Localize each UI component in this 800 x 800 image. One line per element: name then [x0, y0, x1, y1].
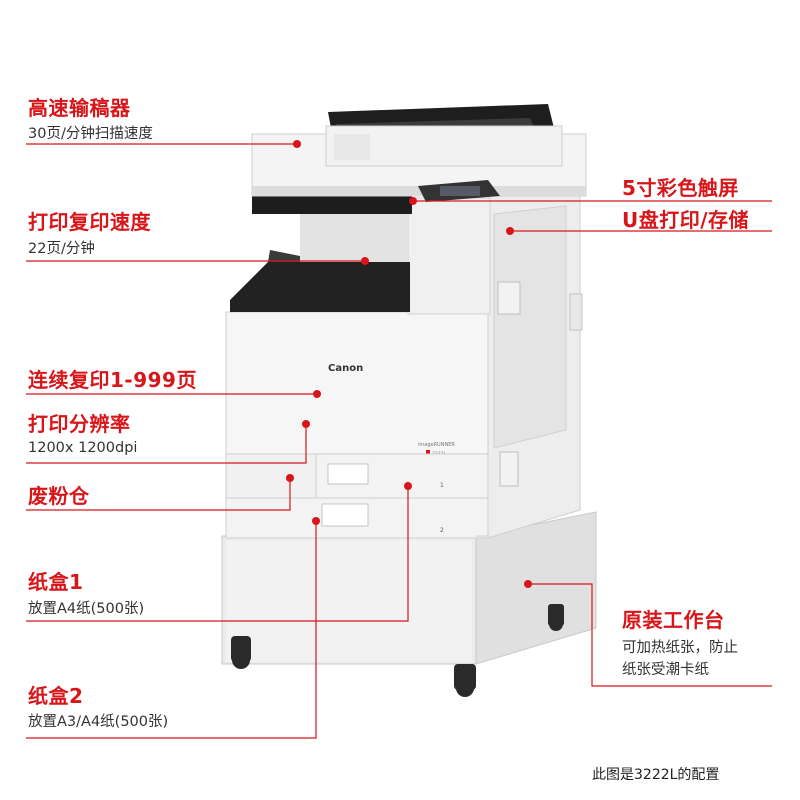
continuous-copy-title: 连续复印1-999页	[28, 368, 197, 392]
dot-usb	[506, 227, 514, 235]
brand-logo: Canon	[328, 363, 363, 374]
print-speed-title: 打印复印速度	[28, 210, 151, 234]
wheels	[231, 604, 564, 697]
touch-screen-title: 5寸彩色触屏	[622, 176, 739, 200]
adf-title: 高速输稿器	[28, 96, 131, 120]
workbench-sub-line2: 纸张受潮卡纸	[622, 662, 709, 678]
tray-number-1: 1	[440, 482, 444, 489]
resolution-title: 打印分辨率	[28, 412, 131, 436]
model-badge: imageRUNNER	[418, 442, 455, 448]
dot-print-speed	[361, 257, 369, 265]
workbench-sub-line1: 可加热纸张，防止	[622, 640, 738, 656]
line-tray1	[26, 486, 409, 622]
toner-box-title: 废粉仓	[28, 484, 90, 508]
line-workbench	[528, 583, 772, 687]
output-tray	[230, 262, 410, 312]
workbench-side	[475, 511, 597, 665]
footer-note: 此图是3222L的配置	[592, 767, 720, 783]
dot-continuous	[313, 390, 321, 398]
dot-touch-screen	[409, 197, 417, 205]
usb-title: U盘打印/存储	[622, 208, 750, 232]
dot-tray1	[404, 482, 412, 490]
dot-workbench	[524, 580, 532, 588]
tray1-sub: 放置A4纸(500张)	[28, 601, 145, 617]
print-speed-sub: 22页/分钟	[28, 241, 95, 257]
dot-resolution	[302, 420, 310, 428]
adf-sub: 30页/分钟扫描速度	[28, 126, 153, 142]
tray-number-2: 2	[440, 527, 444, 534]
resolution-sub: 1200x 1200dpi	[28, 440, 138, 456]
tray2-sub: 放置A3/A4纸(500张)	[28, 714, 169, 730]
dot-adf	[293, 140, 301, 148]
line-resolution	[26, 424, 307, 464]
tray2-title: 纸盒2	[28, 684, 84, 708]
line-toner	[26, 478, 291, 511]
workbench-title: 原装工作台	[622, 608, 725, 632]
line-tray2	[26, 521, 317, 739]
dot-toner	[286, 474, 294, 482]
tray1-title: 纸盒1	[28, 570, 84, 594]
dot-tray2	[312, 517, 320, 525]
workbench-front-shade	[226, 540, 472, 662]
